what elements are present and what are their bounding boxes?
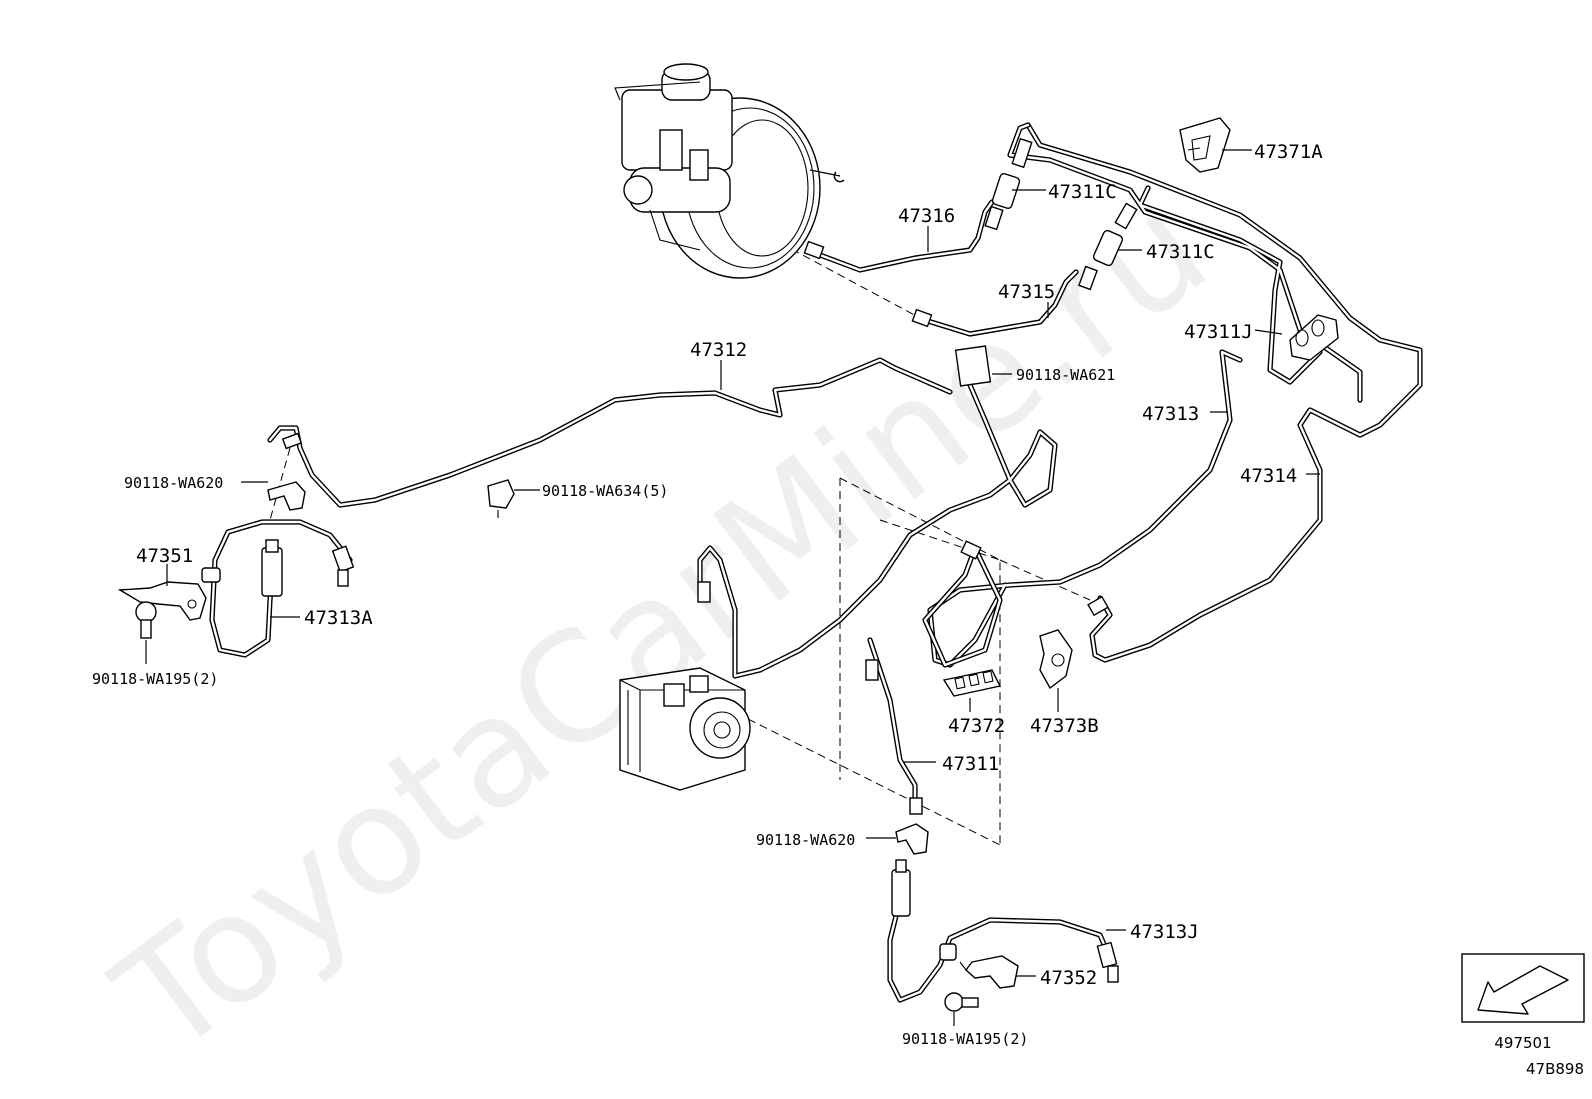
clip-90118-WA634 xyxy=(487,479,515,518)
label-47311: 47311 xyxy=(942,753,999,775)
reference-code: 497501 xyxy=(1494,1034,1551,1052)
diagram-code: 47B898 xyxy=(1526,1060,1584,1078)
bracket-47351 xyxy=(117,581,207,621)
flex-hose-47313J xyxy=(887,859,1119,1003)
label-47351: 47351 xyxy=(136,545,193,567)
label-47315: 47315 xyxy=(998,281,1055,303)
label-47311C-top: 47311C xyxy=(1048,181,1117,203)
label-47373B: 47373B xyxy=(1030,715,1099,737)
leader-lines xyxy=(145,149,1320,1026)
flex-hose-47313A xyxy=(201,519,355,658)
bolt-90118-WA195-left xyxy=(135,601,157,639)
label-47316: 47316 xyxy=(898,205,955,227)
label-47311C-mid: 47311C xyxy=(1146,241,1215,263)
label-47311J: 47311J xyxy=(1184,321,1253,343)
clip-47373B xyxy=(1039,629,1073,690)
direction-arrow-icon xyxy=(1477,965,1569,1015)
clamp-47372 xyxy=(942,669,1002,697)
tube-fittings xyxy=(281,137,1138,815)
pad-90118-WA621 xyxy=(954,345,992,387)
label-90118-WA620-left: 90118-WA620 xyxy=(124,474,223,492)
master-cylinder-booster xyxy=(614,63,845,279)
clamp-47371A xyxy=(1179,117,1231,173)
label-90118-WA195-bottom: 90118-WA195(2) xyxy=(902,1030,1028,1048)
label-47352: 47352 xyxy=(1040,967,1097,989)
label-90118-WA634: 90118-WA634(5) xyxy=(542,482,668,500)
label-47372: 47372 xyxy=(948,715,1005,737)
label-90118-WA195-left: 90118-WA195(2) xyxy=(92,670,218,688)
bracket-47352 xyxy=(959,955,1019,989)
brake-tubes xyxy=(267,122,1423,803)
reference-box: 497501 xyxy=(1461,953,1585,1052)
label-47371A: 47371A xyxy=(1254,141,1323,163)
label-90118-WA621: 90118-WA621 xyxy=(1016,366,1115,384)
watermark: ToyotaCarMine.ru xyxy=(86,161,1238,1089)
label-90118-WA620-bottom: 90118-WA620 xyxy=(756,831,855,849)
label-47312: 47312 xyxy=(690,339,747,361)
label-47313A: 47313A xyxy=(304,607,373,629)
label-47313: 47313 xyxy=(1142,403,1199,425)
part-labels: 47371A 47311C 47316 47311C 47315 47311J … xyxy=(92,141,1323,1048)
label-47313J: 47313J xyxy=(1130,921,1199,943)
bolt-90118-WA195-bottom xyxy=(944,992,979,1012)
label-47314: 47314 xyxy=(1240,465,1297,487)
bracket-90118-WA620-bottom xyxy=(895,823,929,855)
clamp-47311J xyxy=(1289,314,1339,361)
bracket-90118-WA620-left xyxy=(267,481,306,511)
abs-actuator xyxy=(619,667,751,791)
